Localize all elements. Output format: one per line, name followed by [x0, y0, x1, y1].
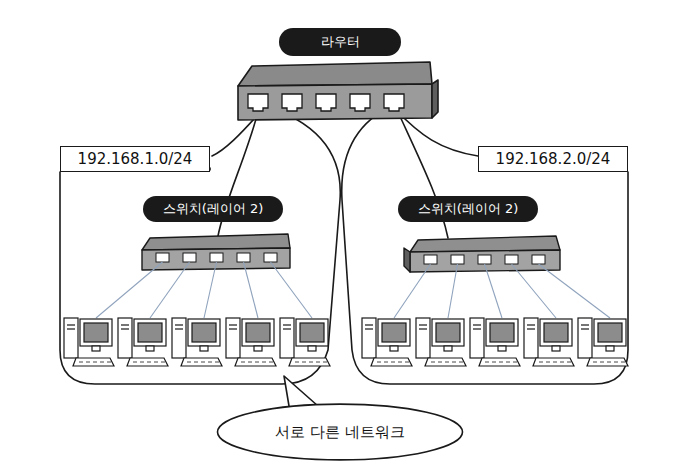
pc-computer	[118, 318, 168, 366]
subnet-box: 192.168.2.0/24	[478, 146, 628, 172]
speech-bubble: 서로 다른 네트워크	[215, 403, 465, 461]
pc-computer	[578, 318, 628, 366]
lan-cable	[539, 264, 611, 318]
lan-cable	[96, 262, 163, 318]
router-port	[248, 94, 268, 111]
pc-computer	[64, 318, 114, 366]
router-port	[384, 94, 404, 111]
router-port	[316, 94, 336, 111]
lan-cable	[204, 262, 217, 318]
switch-port	[532, 255, 545, 264]
label-pill: 라우터	[279, 28, 401, 56]
pc-computer	[226, 318, 276, 366]
subnet-label: 192.168.1.0/24	[78, 150, 193, 168]
switch-port	[505, 255, 518, 264]
network-region	[60, 105, 340, 384]
label-pill: 스위치(레이어 2)	[398, 196, 538, 222]
router-port	[350, 94, 370, 111]
node-label: 스위치(레이어 2)	[163, 200, 264, 218]
lan-cable	[244, 262, 259, 318]
pc-computer	[362, 318, 412, 366]
router-port	[282, 94, 302, 111]
switch-port	[156, 253, 169, 262]
switch-port	[210, 253, 223, 262]
lan-cable	[448, 264, 458, 318]
switch-port	[183, 253, 196, 262]
pc-computer	[172, 318, 222, 366]
label-pill: 스위치(레이어 2)	[143, 196, 283, 222]
pc-computer	[524, 318, 574, 366]
lan-cable	[150, 262, 190, 318]
pc-computer	[470, 318, 520, 366]
switch-port	[424, 255, 437, 264]
lan-cable	[485, 264, 503, 318]
switch-port	[478, 255, 491, 264]
switch-port	[264, 253, 277, 262]
pc-computer	[416, 318, 466, 366]
switch-port	[451, 255, 464, 264]
node-label: 스위치(레이어 2)	[418, 200, 519, 218]
pc-computer	[280, 318, 330, 366]
node-label: 라우터	[321, 33, 360, 51]
network-region	[342, 105, 628, 384]
subnet-label: 192.168.2.0/24	[496, 150, 611, 168]
node-label: 서로 다른 네트워크	[275, 423, 405, 442]
lan-cable	[271, 262, 313, 318]
lan-cable	[394, 264, 431, 318]
router-device	[238, 62, 438, 120]
switch-port	[237, 253, 250, 262]
subnet-box: 192.168.1.0/24	[60, 146, 210, 172]
switch-device	[142, 234, 560, 272]
